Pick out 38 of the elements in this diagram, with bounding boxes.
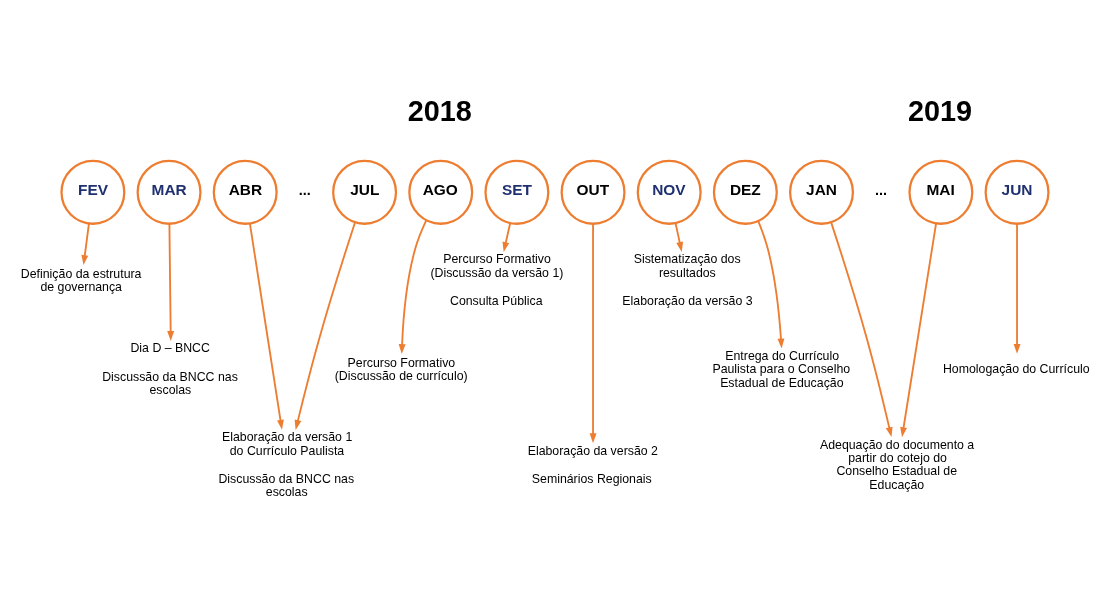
node-circle: NOV (636, 159, 702, 225)
node-circle: MAI (908, 159, 974, 225)
arrow (900, 222, 938, 438)
arrow (589, 223, 597, 444)
node-text: Homologação do Currículo (942, 362, 1090, 377)
label: ... (875, 182, 888, 199)
arrow (830, 221, 893, 438)
label: 2019 (907, 95, 973, 128)
node-circle: AGO (408, 159, 474, 225)
node-circle: SET (484, 159, 550, 225)
node-text: Elaboração da versão 2 Seminários Regionais (527, 443, 658, 486)
node-text: Percurso Formativo (Discussão da versão 1) Consulta Pública (430, 252, 564, 309)
arrow (1013, 223, 1021, 354)
label: 2018 (407, 95, 472, 128)
arrow (674, 222, 684, 253)
node-text: Entrega do Currículo Paulista para o Conselho Estadual de Educação (712, 348, 851, 390)
arrow (398, 219, 428, 354)
arrow (167, 223, 175, 341)
arrow (502, 222, 512, 253)
node-text: Adequação do documento a partir do cotejo do Conselho Estadual de Educação (819, 437, 975, 492)
node-circle: MAR (136, 159, 202, 225)
node-circle: JUN (984, 159, 1050, 225)
node-circle: FEV (60, 159, 126, 225)
node-circle: OUT (560, 159, 626, 225)
arrow (294, 221, 356, 430)
node-text: Dia D – BNCC Discussão da BNCC nas escolas (102, 341, 238, 397)
node-text: Sistematização dos resultados Elaboração da versão 3 (622, 252, 753, 309)
label: ... (298, 182, 311, 199)
node-circle: ABR (212, 159, 278, 225)
arrow (757, 220, 785, 349)
node-text: Percurso Formativo (Discussão de currículo) (334, 355, 468, 383)
arrow (81, 222, 90, 266)
node-circle: JUL (332, 159, 398, 225)
node-circle: JAN (789, 159, 855, 225)
node-text: Elaboração da versão 1 do Currículo Paulista Discussão da BNCC nas escolas (218, 430, 355, 500)
arrow (248, 222, 284, 430)
node-text: Definição da estrutura de governança (20, 266, 142, 294)
node-circle: DEZ (712, 159, 778, 225)
